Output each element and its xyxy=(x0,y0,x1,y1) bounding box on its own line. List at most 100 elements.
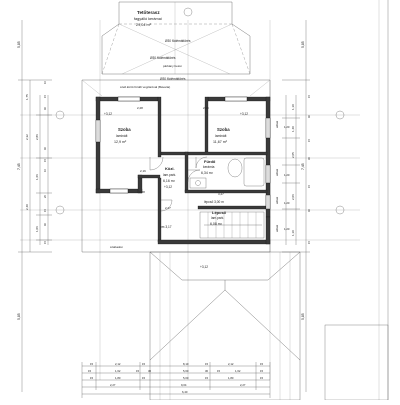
left-dimension: 10 xyxy=(43,169,47,172)
left-dimension: 15 xyxy=(43,241,47,244)
left-dimension: 2,86 xyxy=(35,134,39,140)
bottom-dimension: 15 xyxy=(217,369,221,373)
room-area: 12,9 m² xyxy=(114,140,127,144)
right-dimension: 1,10 xyxy=(291,104,295,110)
right-opening-dimension: 1,20 xyxy=(284,201,290,205)
room-name: Közl. xyxy=(165,166,175,171)
right-dimension: 15 xyxy=(307,185,311,188)
right-dimension: 5,85 xyxy=(301,41,305,48)
right-opening-dimension: 1,20 xyxy=(284,173,290,177)
bottom-dimension: 1,62 xyxy=(235,369,241,373)
bottom-dimension-lines xyxy=(81,362,271,398)
plan-dimension: 2,28 xyxy=(139,190,145,194)
left-dimension: 1,66 xyxy=(35,174,39,180)
left-dimension: 2,40 xyxy=(25,204,29,210)
bottom-dimension: 15 xyxy=(205,376,209,380)
room-floor: lam.park. xyxy=(211,216,224,220)
bottom-dimension: 15 xyxy=(260,376,264,380)
doors xyxy=(149,156,208,212)
side-label: ablak xyxy=(275,224,279,232)
bottom-dimension: 15 xyxy=(205,362,209,366)
left-dimension: 1,06 xyxy=(35,226,39,232)
bottom-dimension: 1,62 xyxy=(115,369,121,373)
terrace-finish: fagyálló kerámai xyxy=(134,17,162,21)
right-dimension: 2,05 xyxy=(291,152,295,158)
left-dimension: 5,85 xyxy=(17,313,21,320)
bottom-dimension: 15 xyxy=(142,376,146,380)
room-name: Szoba xyxy=(118,127,131,132)
level-marker: +3,12 xyxy=(200,265,208,269)
bottom-dimension: 15 xyxy=(90,376,94,380)
left-dimension: 40 xyxy=(43,223,47,226)
level-marker: lépcső 3,00 m xyxy=(204,200,224,204)
right-opening-dimension: 1,20 xyxy=(284,227,290,231)
room-area: 6,08 m² xyxy=(210,222,223,226)
room-name: Fürdő xyxy=(204,159,216,164)
axis-marker xyxy=(183,7,193,17)
roof-hip-line xyxy=(81,79,103,97)
bottom-dimension: 15 xyxy=(90,362,94,366)
plan-dimension: 2,16 xyxy=(140,169,146,173)
bottom-dimension: 2,12 xyxy=(228,362,234,366)
note-penetration-1: Ø30 födémáttörés xyxy=(165,39,191,43)
bottom-dimension: 5,60 xyxy=(183,369,189,373)
bottom-dimension: 15 xyxy=(142,362,146,366)
right-dimension: 1,40 xyxy=(291,126,295,132)
right-opening-dimension: 1,20 xyxy=(284,125,290,129)
room-name: Lépcső xyxy=(212,210,227,215)
bottom-dimension: 5,00 xyxy=(183,376,189,380)
right-dimension: 5,85 xyxy=(301,313,305,320)
left-dimension: 7,45 xyxy=(17,163,21,170)
bottom-dimension: 15 xyxy=(136,369,140,373)
bottom-dimension: 15 xyxy=(88,369,92,373)
left-dimension: 10 xyxy=(43,81,47,84)
right-dimension: 40 xyxy=(307,209,311,212)
bottom-dimension: 2,27 xyxy=(110,383,116,387)
axis-marker xyxy=(55,205,65,215)
terrace-area: 29,04 m² xyxy=(136,23,152,27)
left-dimension-lines xyxy=(18,20,52,392)
right-dimension-lines xyxy=(282,20,310,392)
room-name: Szoba xyxy=(217,127,230,132)
note-penetration-2: Ø30 födémáttörés xyxy=(150,56,176,60)
bathroom-fixtures xyxy=(189,157,265,189)
axis-marker xyxy=(335,205,345,215)
left-dimension: 15 xyxy=(43,95,47,98)
note-penetration-3: Ø30 födémáttörés xyxy=(160,77,186,81)
level-marker: +3,12 xyxy=(240,112,248,116)
axis-marker xyxy=(335,110,345,120)
bottom-dimension: 9,04 xyxy=(181,383,187,387)
right-dimension: 15 xyxy=(307,241,311,244)
room-area: 6,16 m² xyxy=(163,179,176,183)
bottom-dimension: 1,80 xyxy=(115,376,121,380)
side-label: ablak xyxy=(275,196,279,204)
plan-dimension: 2,29 xyxy=(203,106,209,110)
bottom-dimension: 30 xyxy=(148,369,152,373)
level-marker: +3,12 xyxy=(164,185,172,189)
bottom-dimension: 15 xyxy=(260,369,264,373)
bottom-dimension: 6,40 xyxy=(182,390,188,394)
level-marker: +3,12 xyxy=(104,112,112,116)
roof-hip-line xyxy=(249,79,271,97)
left-dimension: 40 xyxy=(43,107,47,110)
terrace-name: Tetőterasz xyxy=(137,10,160,15)
right-dimension: 30 xyxy=(307,157,311,160)
note-vent: szell.kürtő fürdői végzáróval (Bavaria) xyxy=(120,85,170,89)
side-label: szabadon xyxy=(110,245,123,249)
side-label: ablak xyxy=(275,168,279,176)
room-floor: laminált xyxy=(116,134,127,138)
left-dimension: 15 xyxy=(43,159,47,162)
room-floor: laminált xyxy=(215,134,226,138)
side-label: ablak xyxy=(275,120,279,128)
right-dimension: 7,45 xyxy=(301,163,305,170)
plan-dimension: 2,28 xyxy=(137,106,143,110)
right-dimension: 2,06 xyxy=(291,194,295,200)
bottom-dimension: 30 xyxy=(205,369,209,373)
roof-terrace xyxy=(101,1,251,75)
left-dimension: 15 xyxy=(43,209,47,212)
lower-roof xyxy=(149,251,301,401)
staircase xyxy=(199,211,265,239)
right-dimension: 15 xyxy=(307,95,311,98)
